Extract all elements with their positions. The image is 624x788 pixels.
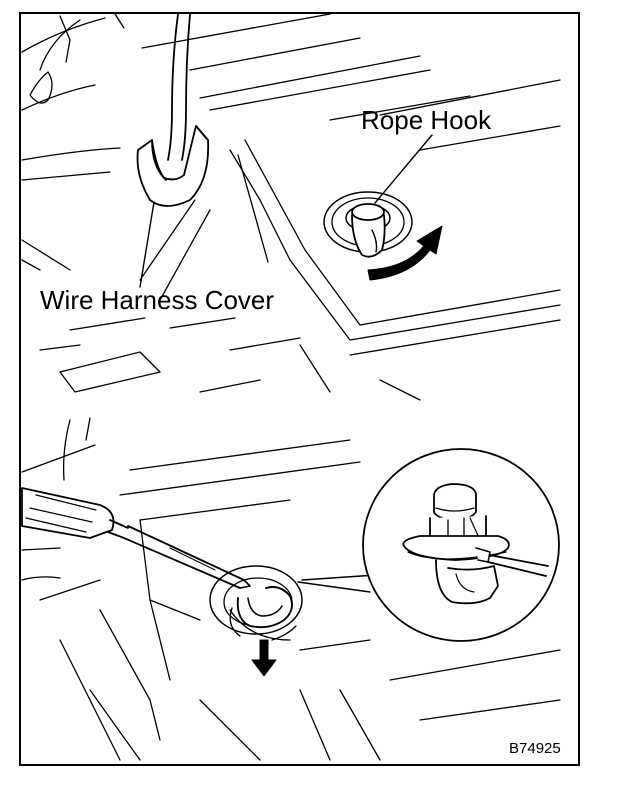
rope-hook-top	[323, 191, 413, 258]
bottom-floor-lines	[21, 417, 561, 761]
top-floor-lines	[21, 13, 561, 401]
detail-view	[362, 448, 560, 642]
diagram-frame	[19, 12, 580, 766]
detail-callout-line-bottom	[297, 581, 371, 593]
detail-callout-line-top	[301, 574, 377, 581]
pull-down-arrow	[251, 639, 277, 677]
rope-hook-label: Rope Hook	[361, 105, 492, 135]
bottom-panel	[21, 417, 561, 761]
wire-harness-cover	[136, 125, 210, 207]
wire-harness-cover-label: Wire Harness Cover	[40, 285, 275, 315]
wire-harness-leader	[139, 201, 155, 288]
top-panel	[21, 13, 561, 401]
screwdriver	[21, 487, 251, 589]
wire-harness	[167, 13, 191, 161]
rotate-arrow	[367, 225, 443, 281]
figure-code: B74925	[509, 740, 561, 757]
rope-hook-leader	[374, 134, 433, 204]
rope-hook-bottom	[209, 565, 303, 641]
